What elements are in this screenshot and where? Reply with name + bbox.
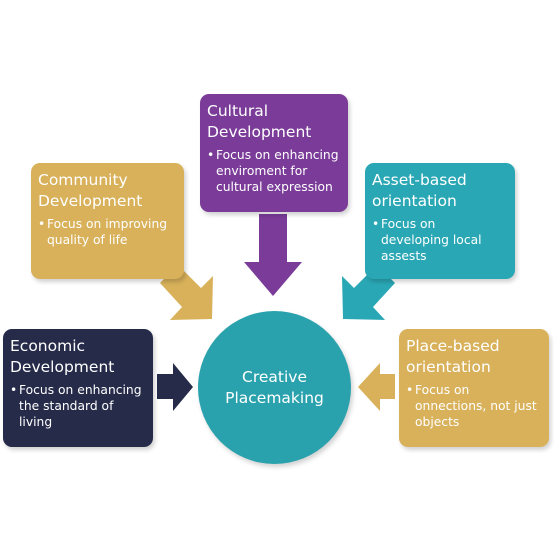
- center-label: Creative Placemaking: [225, 367, 324, 407]
- center-circle: Creative Placemaking: [198, 311, 351, 464]
- place-based-orientation-title: Place-based orientation: [406, 337, 500, 376]
- economic-development-bullets: Focus on enhancing the standard of livin…: [10, 382, 145, 430]
- asset-based-orientation-bullets: Focus on developing local assests: [372, 216, 507, 264]
- asset-based-orientation-box: Asset-based orientation Focus on develop…: [365, 163, 515, 279]
- arrow-left-place: [358, 363, 395, 411]
- community-development-bullets: Focus on improving quality of life: [38, 216, 176, 248]
- asset-based-orientation-bullet: Focus on developing local assests: [372, 216, 507, 264]
- place-based-orientation-bullet: Focus on onnections, not just objects: [406, 382, 541, 430]
- asset-based-orientation-title: Asset-based orientation: [372, 171, 467, 210]
- place-based-orientation-box: Place-based orientation Focus on onnecti…: [399, 329, 549, 447]
- cultural-development-box: Cultural Development Focus on enhancing …: [200, 94, 348, 212]
- economic-development-bullet: Focus on enhancing the standard of livin…: [10, 382, 145, 430]
- economic-development-title: Economic Development: [10, 337, 115, 376]
- cultural-development-bullet: Focus on enhancing enviroment for cultur…: [207, 147, 340, 195]
- community-development-box: Community Development Focus on improving…: [31, 163, 184, 279]
- arrow-right-economic: [157, 363, 193, 411]
- community-development-bullet: Focus on improving quality of life: [38, 216, 176, 248]
- arrow-down-cultural: [244, 214, 302, 296]
- cultural-development-title: Cultural Development: [207, 102, 312, 141]
- place-based-orientation-bullets: Focus on onnections, not just objects: [406, 382, 541, 430]
- economic-development-box: Economic Development Focus on enhancing …: [3, 329, 153, 447]
- cultural-development-bullets: Focus on enhancing enviroment for cultur…: [207, 147, 340, 195]
- community-development-title: Community Development: [38, 171, 143, 210]
